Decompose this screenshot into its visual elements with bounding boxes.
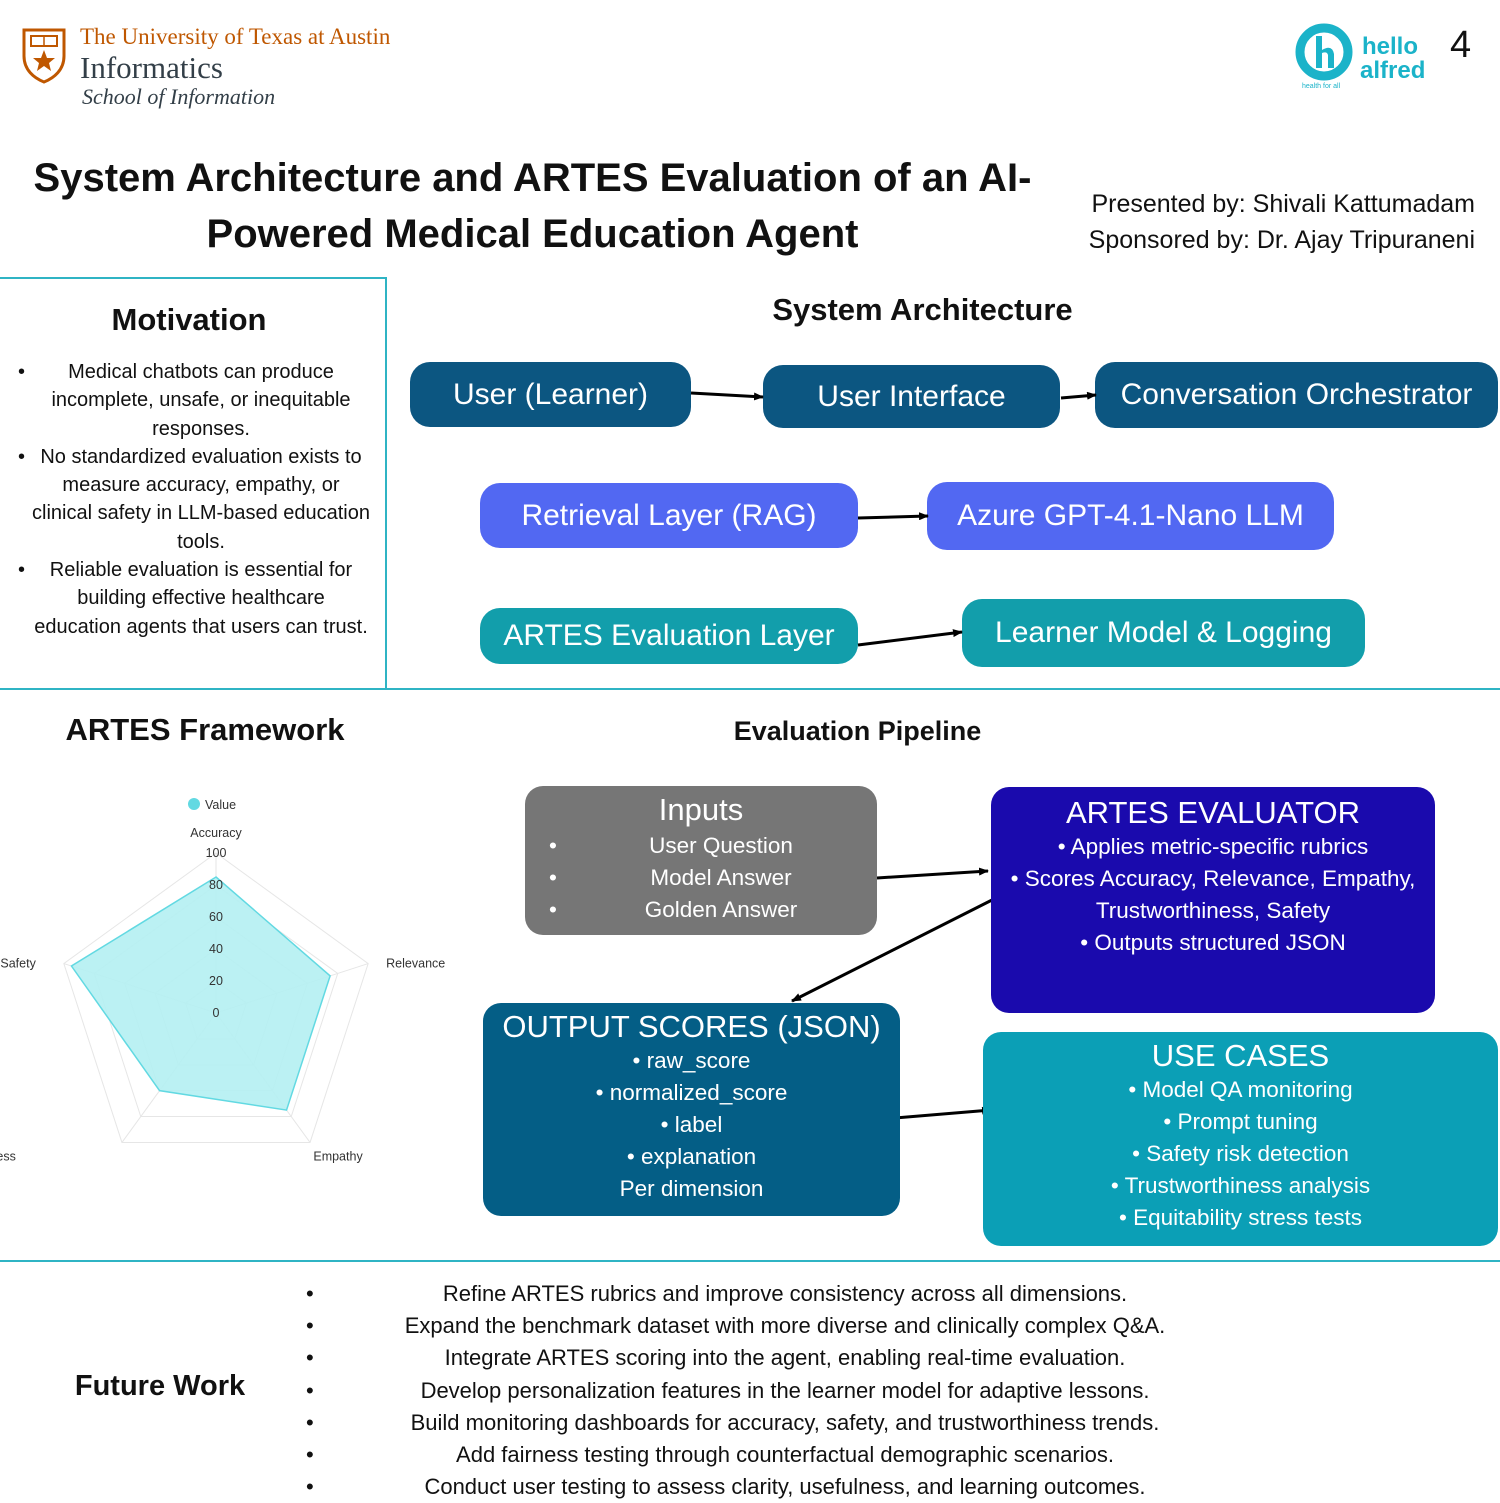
future-work-item: Build monitoring dashboards for accuracy… (300, 1407, 1230, 1439)
node-learner-model: Learner Model & Logging (962, 599, 1365, 667)
motivation-item: No standardized evaluation exists to mea… (18, 443, 370, 556)
future-work-item: Develop personalization features in the … (300, 1375, 1230, 1407)
pipeline-title: Evaluation Pipeline (733, 716, 982, 746)
evaluator-title: ARTES EVALUATOR (1065, 795, 1360, 830)
evaluator-line: Trustworthiness, Safety (1095, 898, 1331, 923)
hello-alfred-logo: hello alfred health for all (1295, 23, 1425, 90)
section-divider-middle (0, 688, 1500, 690)
radar-axis-label: Empathy (313, 1149, 363, 1163)
outputs-line: • explanation (626, 1144, 757, 1169)
future-work-item: Add fairness testing through counterfact… (300, 1439, 1230, 1471)
artes-evaluator-box: ARTES EVALUATOR • Applies metric-specifi… (991, 787, 1435, 1013)
output-scores-box: OUTPUT SCORES (JSON) • raw_score • norma… (483, 1003, 900, 1216)
radar-area (70, 876, 331, 1111)
logo-tagline: health for all (1302, 83, 1341, 90)
evaluator-line: • Scores Accuracy, Relevance, Empathy, (1010, 866, 1416, 891)
use-cases-box: USE CASES • Model QA monitoring • Prompt… (983, 1032, 1498, 1246)
radar-tick-label: 40 (209, 942, 223, 956)
outputs-line: • normalized_score (595, 1080, 788, 1105)
outputs-line: Per dimension (619, 1176, 764, 1201)
use-cases-line: • Safety risk detection (1132, 1141, 1349, 1166)
arrow-inputs-to-evaluator (876, 867, 989, 880)
school-name: School of Information (82, 84, 276, 109)
future-work-item: Integrate ARTES scoring into the agent, … (300, 1342, 1230, 1374)
future-work-item: Conduct user testing to assess clarity, … (300, 1471, 1230, 1503)
future-work-item: Expand the benchmark dataset with more d… (300, 1310, 1230, 1342)
use-cases-line: • Prompt tuning (1163, 1109, 1318, 1134)
node-user-interface: User Interface (763, 365, 1060, 428)
inputs-item: Golden Answer (525, 894, 877, 926)
future-work-list: Refine ARTES rubrics and improve consist… (300, 1278, 1230, 1503)
motivation-item: Reliable evaluation is essential for bui… (18, 556, 370, 641)
outputs-title: OUTPUT SCORES (JSON) (502, 1009, 881, 1044)
use-cases-line: • Equitability stress tests (1119, 1205, 1362, 1230)
logo-text-hello: hello (1362, 33, 1418, 60)
motivation-title: Motivation (111, 302, 267, 337)
motivation-right-border (385, 277, 387, 690)
inputs-item: Model Answer (525, 862, 877, 894)
architecture-title: System Architecture (772, 292, 1073, 327)
poster-title: System Architecture and ARTES Evaluation… (33, 156, 1032, 256)
radar-tick-label: 20 (209, 974, 223, 988)
radar-tick-label: 100 (206, 846, 227, 860)
node-artes-evaluation-layer: ARTES Evaluation Layer (480, 608, 858, 664)
use-cases-line: • Model QA monitoring (1128, 1077, 1353, 1102)
logo-text-alfred: alfred (1360, 57, 1425, 84)
legend-swatch (188, 798, 200, 810)
presented-by: Presented by: Shivali Kattumadam (1091, 190, 1475, 218)
arrow-evaluator-to-outputs (791, 898, 993, 1003)
arrow-outputs-to-use-cases (882, 1106, 992, 1121)
framework-title: ARTES Framework (65, 712, 345, 747)
radar-axis-label: Safety (0, 957, 36, 971)
evaluator-line: • Outputs structured JSON (1080, 930, 1346, 955)
radar-axis-label: Relevance (386, 957, 445, 971)
department-name: Informatics (80, 50, 223, 85)
radar-tick-label: 0 (213, 1006, 220, 1020)
radar-axis-label: Accuracy (190, 826, 242, 840)
future-work-title: Future Work (74, 1370, 246, 1402)
sponsored-by: Sponsored by: Dr. Ajay Tripuraneni (1088, 226, 1475, 254)
page-number: 4 (1450, 24, 1472, 66)
arrow-user-to-ui (690, 391, 764, 401)
legend-label: Value (205, 798, 236, 812)
arrow-ui-to-orchestrator (1060, 391, 1097, 400)
node-retrieval-layer: Retrieval Layer (RAG) (480, 483, 858, 548)
ut-seal-icon (22, 28, 66, 84)
motivation-top-border (0, 277, 387, 279)
radar-ticks: 0 20 40 60 80 100 (206, 846, 227, 1020)
radar-tick-label: 80 (209, 878, 223, 892)
evaluator-line: • Applies metric-specific rubrics (1057, 834, 1369, 859)
arrow-retrieval-to-llm (857, 512, 929, 521)
arrow-artes-to-learner (857, 629, 963, 647)
motivation-item: Medical chatbots can produce incomplete,… (18, 358, 370, 443)
outputs-line: • raw_score (632, 1048, 751, 1073)
motivation-list: Medical chatbots can produce incomplete,… (18, 358, 370, 641)
inputs-list: User Question Model Answer Golden Answer (525, 830, 877, 926)
radar-axis-label: Trustworthiness (0, 1149, 16, 1163)
inputs-title: Inputs (658, 792, 744, 827)
use-cases-title: USE CASES (1151, 1038, 1330, 1073)
node-conversation-orchestrator: Conversation Orchestrator (1095, 362, 1498, 428)
presenter-credits: Presented by: Shivali Kattumadam Sponsor… (1030, 186, 1475, 258)
radar-legend: Value (188, 798, 236, 812)
university-name: The University of Texas at Austin (80, 24, 391, 49)
node-llm: Azure GPT-4.1-Nano LLM (927, 482, 1334, 550)
node-user-learner: User (Learner) (410, 362, 691, 427)
section-divider-bottom (0, 1260, 1500, 1262)
radar-series-value (70, 876, 331, 1111)
radar-tick-label: 60 (209, 910, 223, 924)
radar-grid-ring (63, 852, 369, 1143)
use-cases-line: • Trustworthiness analysis (1110, 1173, 1371, 1198)
inputs-box: Inputs User Question Model Answer Golden… (525, 786, 877, 935)
outputs-line: • label (660, 1112, 723, 1137)
future-work-item: Refine ARTES rubrics and improve consist… (300, 1278, 1230, 1310)
inputs-item: User Question (525, 830, 877, 862)
